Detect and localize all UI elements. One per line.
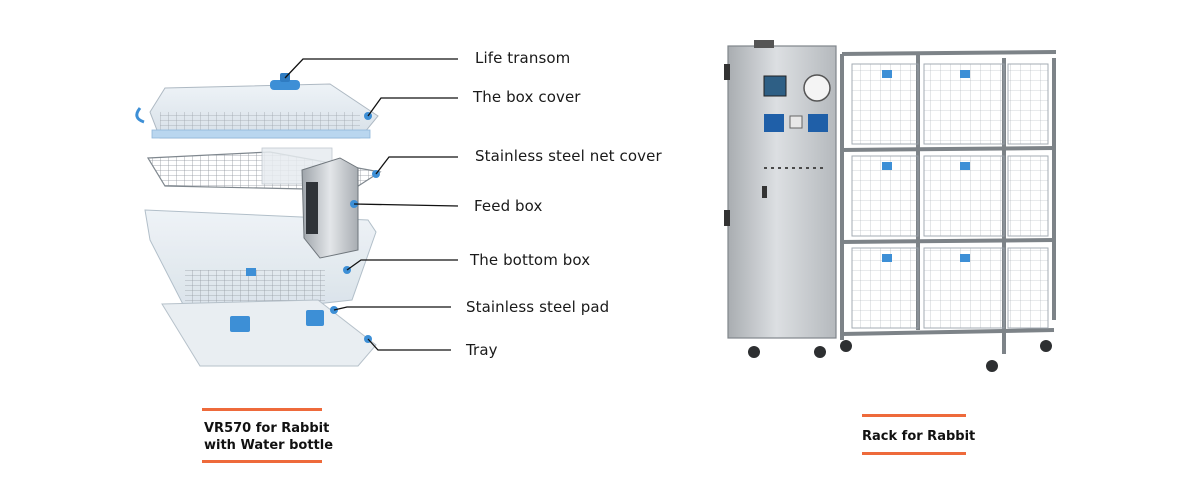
box-cover-shape — [135, 83, 379, 139]
leader-box-cover — [367, 97, 458, 117]
callout-leader-lines — [284, 58, 459, 351]
caption-bar-bottom-left — [202, 460, 322, 463]
leader-bottom-box — [346, 259, 458, 271]
caption-bar-top-right — [862, 414, 966, 417]
caption-cage-line1: VR570 for Rabbit — [204, 421, 330, 436]
label-feed-box: Feed box — [474, 197, 543, 215]
caption-rack: Rack for Rabbit — [862, 429, 976, 444]
label-bottom-box: The bottom box — [470, 251, 591, 269]
leader-tray — [367, 338, 451, 351]
life-transom-shape — [270, 73, 300, 90]
leader-steel-pad — [333, 306, 451, 311]
leader-feed-box — [353, 203, 459, 207]
leader-life-transom — [284, 58, 458, 79]
caption-bar-top-left — [202, 408, 322, 411]
control-cabinet — [724, 40, 837, 339]
leader-net-cover — [375, 156, 458, 175]
rack-cages — [851, 63, 1049, 329]
label-net-cover: Stainless steel net cover — [475, 147, 662, 165]
label-tray: Tray — [466, 341, 498, 359]
caption-bar-bottom-right — [862, 452, 966, 455]
caption-cage-line2: with Water bottle — [204, 438, 334, 453]
tray-shape — [161, 299, 377, 367]
label-steel-pad: Stainless steel pad — [466, 298, 610, 316]
rabbit-rack-illustration — [724, 40, 1057, 372]
label-box-cover: The box cover — [473, 88, 581, 106]
feed-box-shape — [301, 157, 359, 259]
rack-wheels — [748, 340, 1052, 372]
caption-cage-model: VR570 for Rabbit with Water bottle — [204, 420, 333, 454]
label-life-transom: Life transom — [475, 49, 571, 67]
